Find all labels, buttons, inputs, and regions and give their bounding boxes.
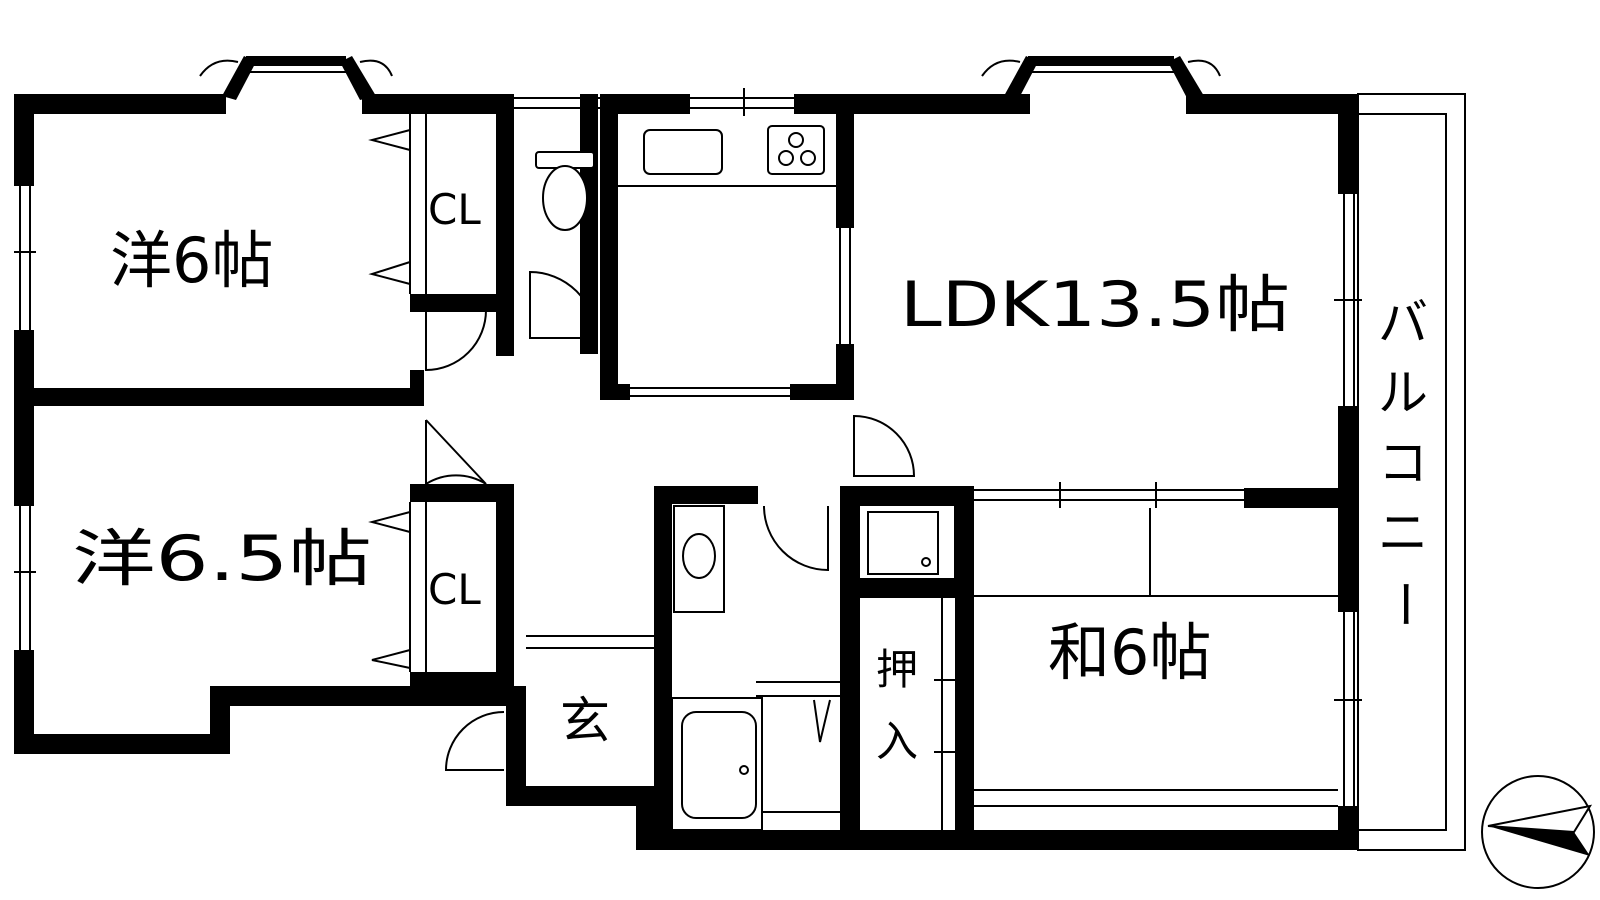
- closet-label-a: CL: [428, 185, 481, 234]
- toilet-icon: [535, 151, 595, 231]
- closet-label-b: CL: [428, 565, 481, 614]
- bay-window-ldk: [981, 56, 1221, 100]
- oshiire-label-2: 入: [876, 717, 918, 766]
- north-arrow-icon: [1481, 775, 1595, 889]
- room-label-ldk: LDK13.5帖: [900, 268, 1290, 341]
- entrance-label: 玄: [560, 692, 610, 750]
- walls: [14, 94, 1358, 850]
- balcony-label-char-5: ー: [1375, 579, 1433, 629]
- room-label-western-b: 洋6.5帖: [72, 522, 372, 595]
- balcony-label-char-3: コ: [1378, 434, 1428, 492]
- kitchen-sink-icon: [643, 129, 723, 175]
- balcony-label-char-4: ニ: [1378, 504, 1428, 562]
- balcony-label-char-2: ル: [1378, 364, 1428, 422]
- oshiire-label-1: 押: [876, 645, 918, 694]
- room-label-japanese: 和6帖: [1048, 616, 1211, 689]
- room-label-western-a: 洋6帖: [110, 224, 273, 297]
- washer-pan-icon: [867, 511, 939, 575]
- doors: [368, 114, 964, 830]
- bay-window-west: [199, 56, 393, 100]
- tatami: [974, 508, 1338, 807]
- wash-basin-icon: [673, 505, 725, 613]
- stove-icon: [767, 125, 825, 175]
- windows: [14, 88, 1362, 806]
- balcony-label-char-1: バ: [1378, 294, 1428, 352]
- bathtub-icon: [671, 697, 840, 831]
